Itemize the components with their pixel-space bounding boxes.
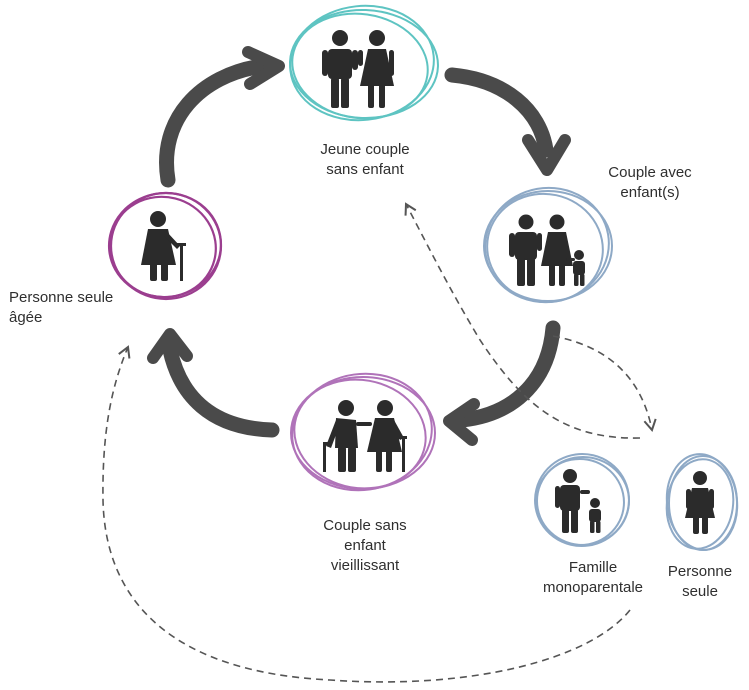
arrowhead-elderly-to-young	[242, 46, 285, 90]
label-aging-couple-line2: enfant	[344, 537, 386, 554]
cycle-arrows	[147, 46, 571, 446]
woman-icon	[685, 471, 715, 534]
arrowhead-aging-to-elderly	[147, 328, 193, 364]
dashed-arrow-to-single	[552, 335, 657, 432]
label-couple-children-line2: enfant(s)	[620, 184, 680, 201]
label-single-parent-line2: monoparentale	[542, 579, 644, 596]
circle-aging-couple	[290, 372, 436, 492]
man-woman-icon	[322, 30, 394, 108]
arrowhead-young-to-children	[522, 134, 571, 176]
circle-single-person	[665, 453, 739, 551]
label-young-couple-line2: sans enfant	[326, 161, 404, 178]
label-elderly-single-line1: Personne seule	[9, 289, 114, 306]
label-single-parent: Famille monoparentale	[533, 558, 653, 598]
label-single-person-line1: Personne	[667, 563, 733, 580]
family-icon	[509, 214, 585, 286]
circle-couple-children	[483, 186, 613, 304]
label-aging-couple: Couple sans enfant vieillissant	[305, 516, 425, 576]
dashed-arrow-to-elderly	[102, 345, 631, 683]
arrow-elderly-to-young	[159, 58, 270, 188]
label-aging-couple-line3: vieillissant	[330, 557, 400, 574]
arrow-aging-to-elderly	[162, 342, 280, 438]
dashed-arrow-to-young-couple	[404, 202, 641, 439]
elderly-couple-icon	[323, 400, 407, 472]
label-elderly-single: Personne seule âgée	[9, 288, 149, 328]
arrow-children-to-aging	[454, 320, 561, 428]
label-single-person-line2: seule	[682, 583, 718, 600]
label-couple-children-line1: Couple avec	[608, 164, 692, 181]
arrowhead-children-to-aging	[443, 398, 480, 446]
dashed-arrows	[102, 202, 657, 683]
label-single-person: Personne seule	[655, 562, 745, 602]
circle-young-couple	[289, 4, 439, 122]
label-single-parent-line1: Famille	[568, 559, 618, 576]
label-elderly-single-line2: âgée	[9, 309, 43, 326]
parent-child-icon	[555, 469, 601, 533]
circle-elderly-single	[107, 191, 223, 301]
label-couple-children: Couple avec enfant(s)	[590, 163, 710, 203]
arrow-young-to-children	[444, 67, 554, 158]
label-young-couple: Jeune couple sans enfant	[290, 140, 440, 180]
elderly-woman-icon	[141, 211, 186, 281]
circle-single-parent	[534, 452, 630, 548]
label-aging-couple-line1: Couple sans	[323, 517, 407, 534]
label-young-couple-line1: Jeune couple	[320, 141, 410, 158]
